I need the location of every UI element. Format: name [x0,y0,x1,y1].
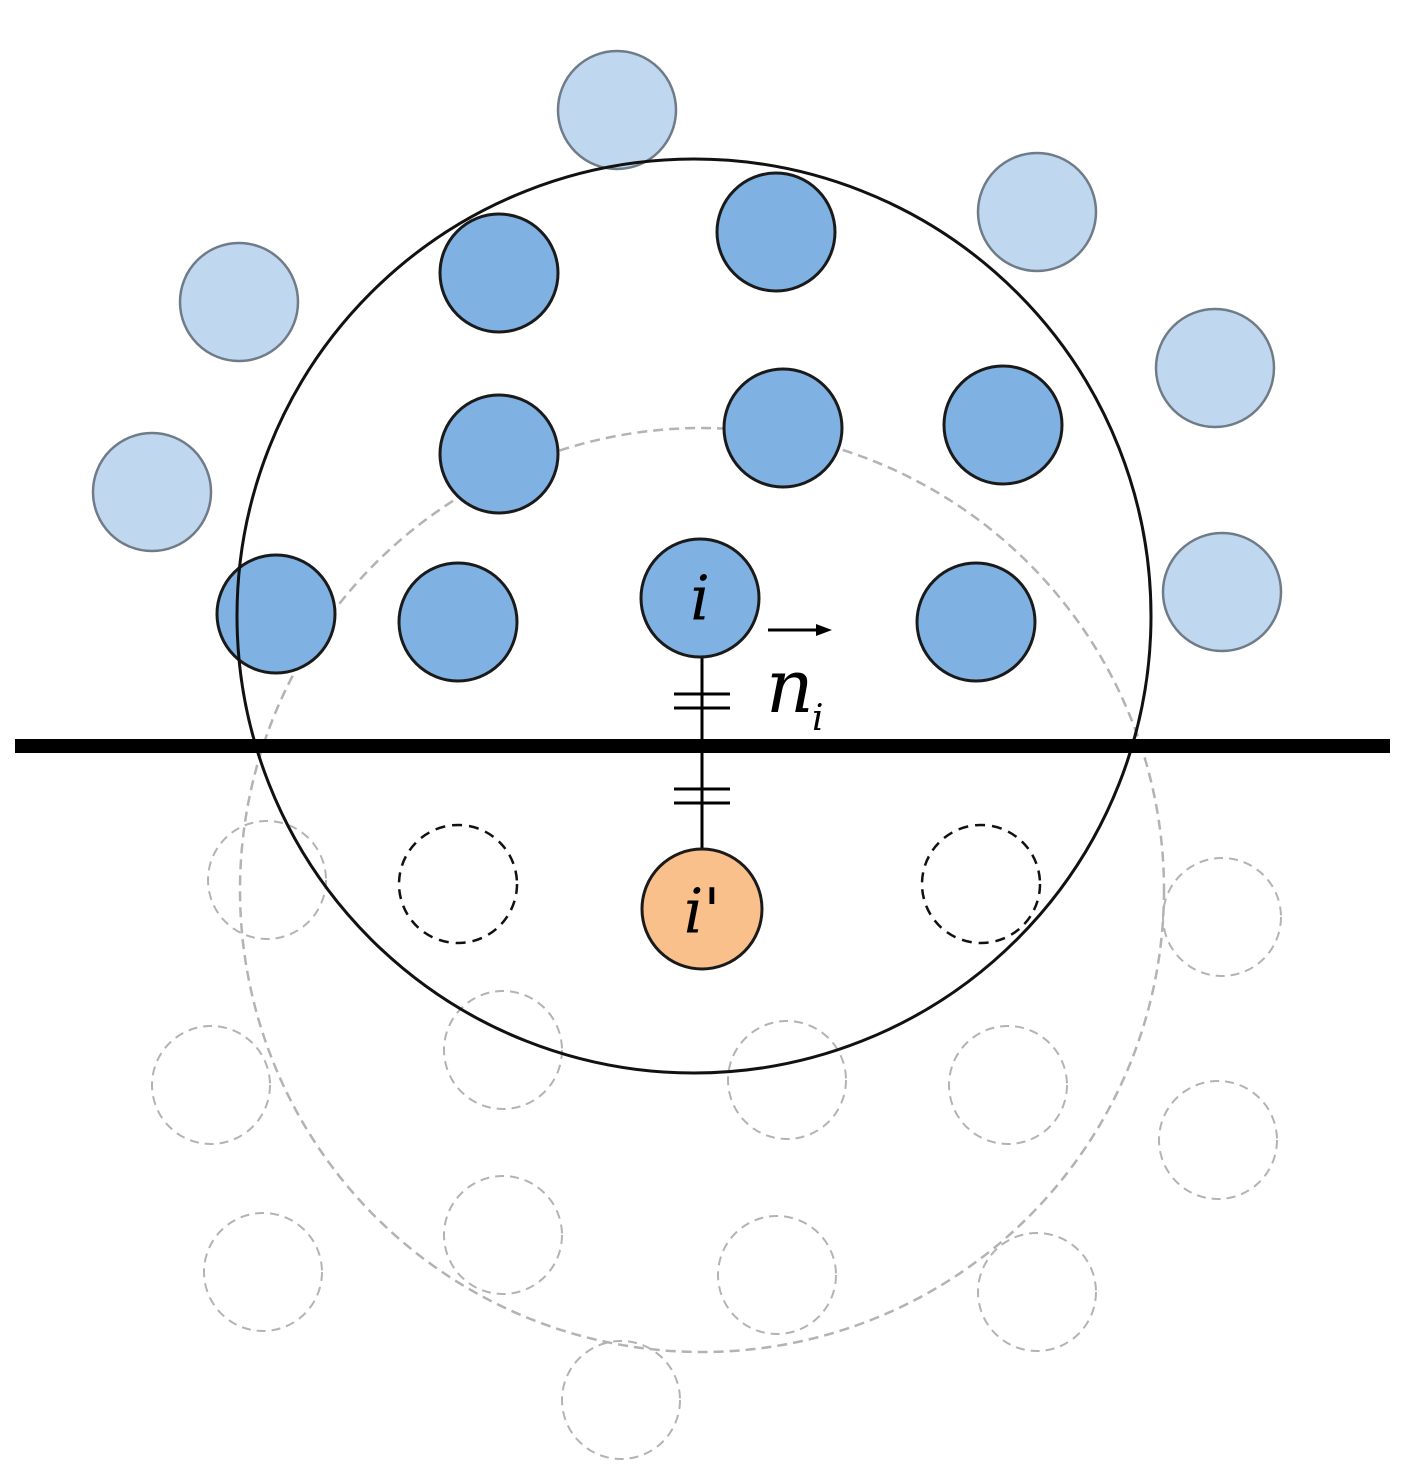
outer-particles [91,49,1283,653]
ghost-particle [977,1232,1097,1352]
normal-vector-label: n [766,644,814,730]
ghost-particle [207,820,327,940]
fluid-particle [438,393,560,515]
mirrored-support-domain [238,426,1166,1354]
ghost-particle [443,1175,563,1295]
ghost-particle [561,1340,681,1460]
normal-vector-subscript: i [812,698,824,739]
virtual-particle [920,823,1042,945]
arrow-head [816,624,832,636]
outer-particle [976,151,1098,273]
outer-particle [178,241,300,363]
ghost-particle [727,1020,847,1140]
ghost-particle [1162,857,1282,977]
fluid-particle [715,171,837,293]
ghost-particle [203,1212,323,1332]
particle-i-label: i [690,562,710,635]
fluid-particle [215,553,337,675]
outer-particle [1154,307,1276,429]
fluid-particles [215,171,1064,683]
ghost-particle [443,990,563,1110]
outer-particle [556,49,678,171]
ghost-particle [1158,1080,1278,1200]
ghost-particle [948,1025,1068,1145]
ghost-particles [151,820,1282,1460]
outer-particle [1161,531,1283,653]
mirror-particle-label: i' [684,875,721,948]
fluid-particle [915,561,1037,683]
equal-distance-marks-icon [674,692,730,805]
fluid-particle [397,561,519,683]
virtual-particles [397,823,1042,945]
support-domain [235,157,1153,1075]
mirror-particle [640,847,764,971]
ghost-particle [151,1025,271,1145]
particle-i [639,537,761,659]
fluid-particle [722,367,844,489]
fluid-particle [942,364,1064,486]
fluid-particle [438,212,560,334]
normal-vector: n i [766,624,832,739]
virtual-particle [397,823,519,945]
outer-particle [91,431,213,553]
ghost-particle [717,1215,837,1335]
